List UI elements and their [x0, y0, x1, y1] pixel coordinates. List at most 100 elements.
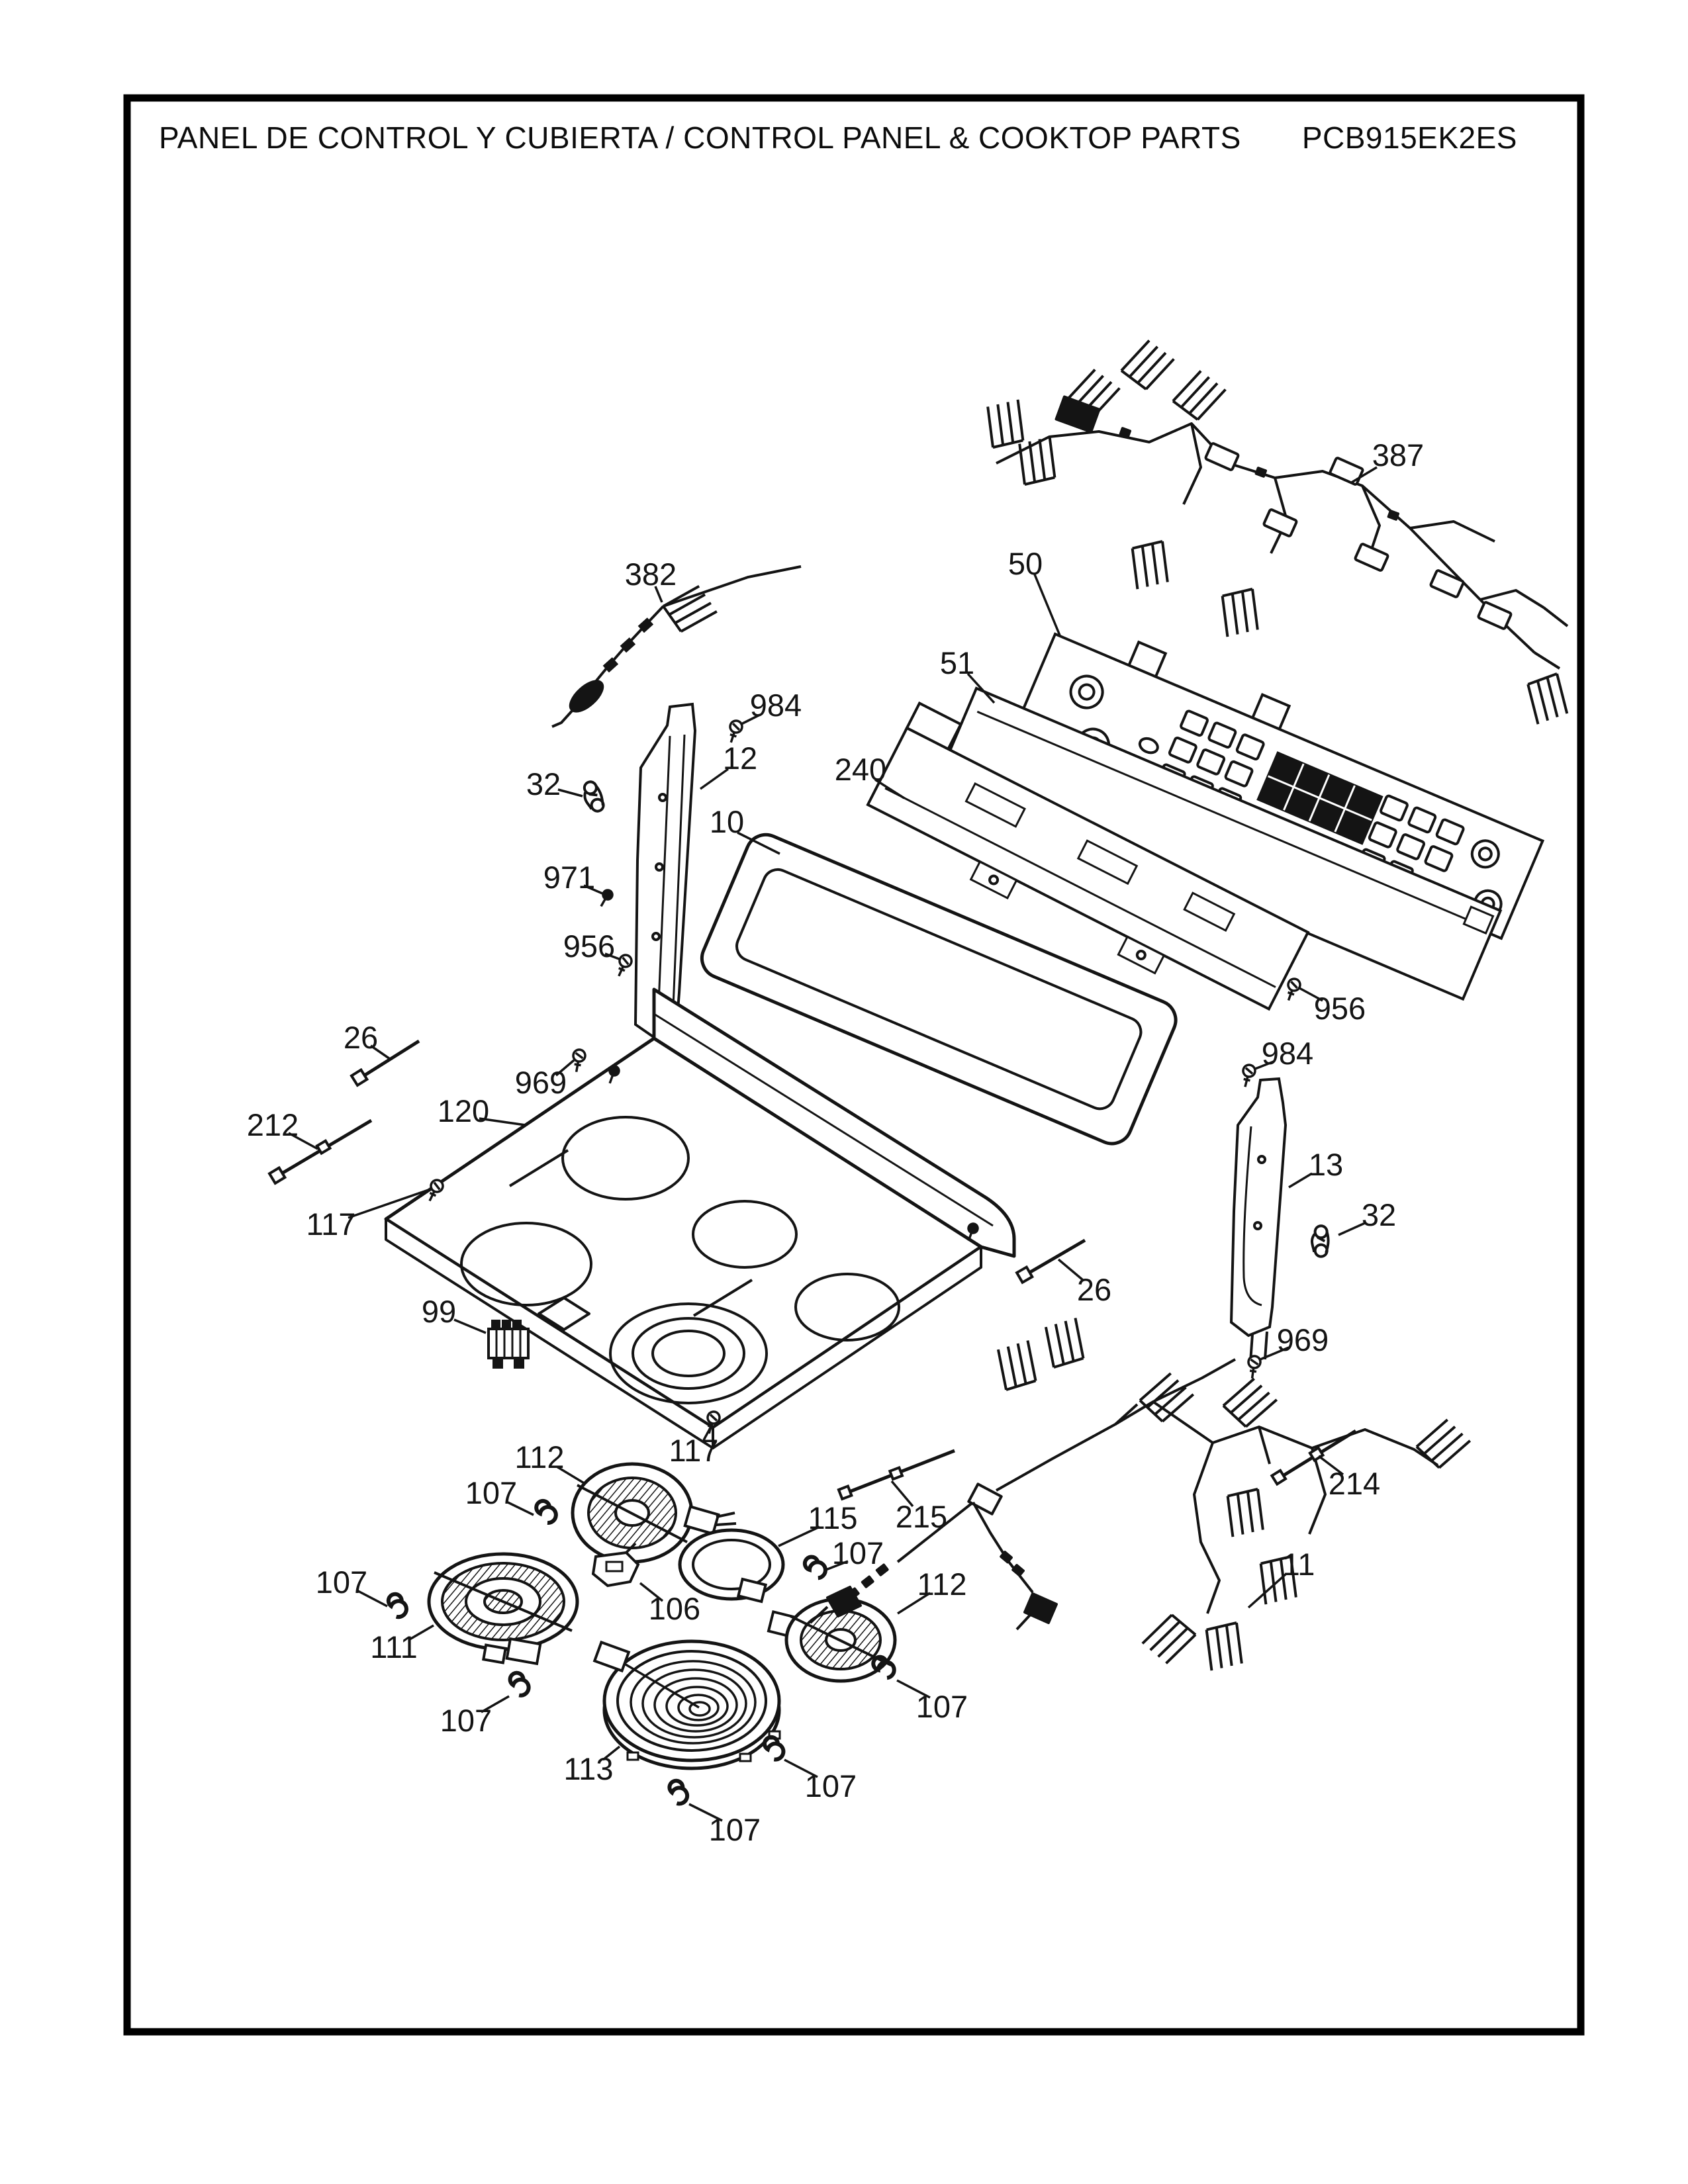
- part-callout-111: 111: [370, 1629, 417, 1664]
- part-callout-969: 969: [515, 1065, 567, 1100]
- callout-leader-99: [453, 1318, 487, 1334]
- page-border: [123, 94, 1585, 2036]
- probe-assembly: [551, 565, 802, 728]
- callout-leader-10: [737, 831, 780, 855]
- part-callout-12: 12: [723, 741, 757, 776]
- part-callout-11: 11: [1283, 1547, 1315, 1582]
- callout-leader-112: [897, 1592, 931, 1615]
- part-callout-13: 13: [1309, 1147, 1343, 1182]
- screw-long: [1023, 1238, 1086, 1277]
- surface-element-medium: [427, 1552, 579, 1666]
- callout-leader-106: [639, 1582, 664, 1602]
- callout-leader-117: [348, 1188, 431, 1219]
- part-callout-51: 51: [940, 645, 974, 680]
- screw-long: [359, 1039, 420, 1080]
- callout-leader-984: [1254, 1060, 1274, 1070]
- callout-leader-956: [604, 952, 622, 961]
- callout-leader-112: [556, 1465, 586, 1485]
- part-callout-112: 112: [515, 1439, 565, 1475]
- control-panel-board: [1011, 632, 1545, 940]
- callout-leader-113: [602, 1745, 621, 1761]
- rear-support-panel: [866, 701, 1310, 1011]
- part-callout-969: 969: [1277, 1322, 1329, 1357]
- maintop-glass-cooktop: [384, 987, 1016, 1449]
- callout-leader-387: [1350, 466, 1378, 484]
- part-callout-107: 107: [316, 1565, 367, 1600]
- part-callout-214: 214: [1329, 1466, 1380, 1501]
- callout-leader-12: [699, 768, 729, 790]
- part-callout-99: 99: [422, 1294, 456, 1329]
- callout-leader-50: [1033, 574, 1061, 636]
- part-callout-26: 26: [1077, 1272, 1111, 1307]
- part-callout-113: 113: [564, 1751, 614, 1786]
- terminal-block: [487, 1320, 530, 1369]
- surface-element-small-front: [571, 1462, 737, 1564]
- callout-leader-32: [1338, 1222, 1366, 1236]
- callout-leader-107: [356, 1589, 388, 1608]
- part-callout-240: 240: [835, 752, 886, 787]
- callout-leader-107: [896, 1679, 931, 1699]
- part-callout-107: 107: [916, 1689, 968, 1724]
- part-callout-117: 117: [306, 1206, 356, 1242]
- part-callout-215: 215: [896, 1499, 947, 1534]
- surface-element-ring: [678, 1528, 785, 1604]
- part-callout-382: 382: [625, 557, 677, 592]
- part-callout-956: 956: [563, 929, 615, 964]
- callout-leader-107: [823, 1560, 849, 1572]
- part-callout-984: 984: [750, 688, 802, 723]
- callout-leader-212: [288, 1132, 318, 1150]
- part-callout-387: 387: [1372, 437, 1424, 473]
- callout-leader-107: [784, 1758, 818, 1778]
- part-callout-120: 120: [438, 1093, 489, 1128]
- callout-leader-120: [479, 1117, 526, 1126]
- part-callout-956: 956: [1314, 991, 1366, 1026]
- element-bracket: [591, 1542, 640, 1588]
- callout-leader-32: [557, 788, 583, 797]
- part-callout-107: 107: [805, 1768, 857, 1803]
- part-callout-117: 117: [669, 1433, 719, 1468]
- part-callout-112: 112: [917, 1567, 967, 1602]
- model-number: PCB915EK2ES: [1302, 120, 1517, 155]
- callout-leader-26: [1057, 1258, 1085, 1282]
- callout-leader-26: [370, 1044, 391, 1060]
- part-callout-107: 107: [440, 1703, 492, 1738]
- callout-leader-51: [966, 672, 996, 704]
- part-callout-115: 115: [808, 1500, 858, 1535]
- diagram-title: PANEL DE CONTROL Y CUBIERTA / CONTROL PA…: [159, 120, 1241, 155]
- part-callout-32: 32: [1362, 1197, 1396, 1232]
- part-callout-107: 107: [465, 1475, 517, 1510]
- left-side-trim: [633, 702, 697, 1038]
- callout-leader-214: [1317, 1455, 1344, 1476]
- part-callout-107: 107: [709, 1812, 761, 1847]
- callout-leader-107: [506, 1500, 534, 1516]
- callout-leader-956: [1299, 987, 1323, 1002]
- callout-leader-971: [583, 884, 603, 895]
- part-callout-212: 212: [247, 1107, 299, 1142]
- part-callout-106: 106: [649, 1591, 700, 1626]
- surface-element-dual-large: [592, 1639, 781, 1770]
- part-callout-32: 32: [526, 766, 561, 801]
- callout-leader-969: [555, 1059, 575, 1077]
- callout-leader-111: [409, 1624, 434, 1641]
- callout-leader-107: [688, 1803, 723, 1822]
- part-callout-107: 107: [832, 1535, 884, 1570]
- glass-front-panel: [700, 833, 1178, 1146]
- long-screws: [267, 1039, 1357, 1501]
- part-callout-10: 10: [710, 804, 744, 839]
- callout-leader-115: [778, 1525, 820, 1547]
- callout-leader-11: [1247, 1572, 1288, 1609]
- callout-leader-984: [741, 713, 761, 725]
- part-callout-50: 50: [1008, 546, 1043, 581]
- part-callout-26: 26: [344, 1020, 378, 1055]
- wire-harness-lower: [809, 1310, 1474, 1677]
- callout-leader-13: [1288, 1172, 1313, 1189]
- part-callout-971: 971: [543, 860, 595, 895]
- callout-leader-117: [702, 1424, 714, 1441]
- part-callout-984: 984: [1262, 1036, 1313, 1071]
- callout-leader-382: [654, 586, 663, 603]
- callout-leader-215: [890, 1480, 914, 1508]
- callout-leader-107: [481, 1695, 510, 1713]
